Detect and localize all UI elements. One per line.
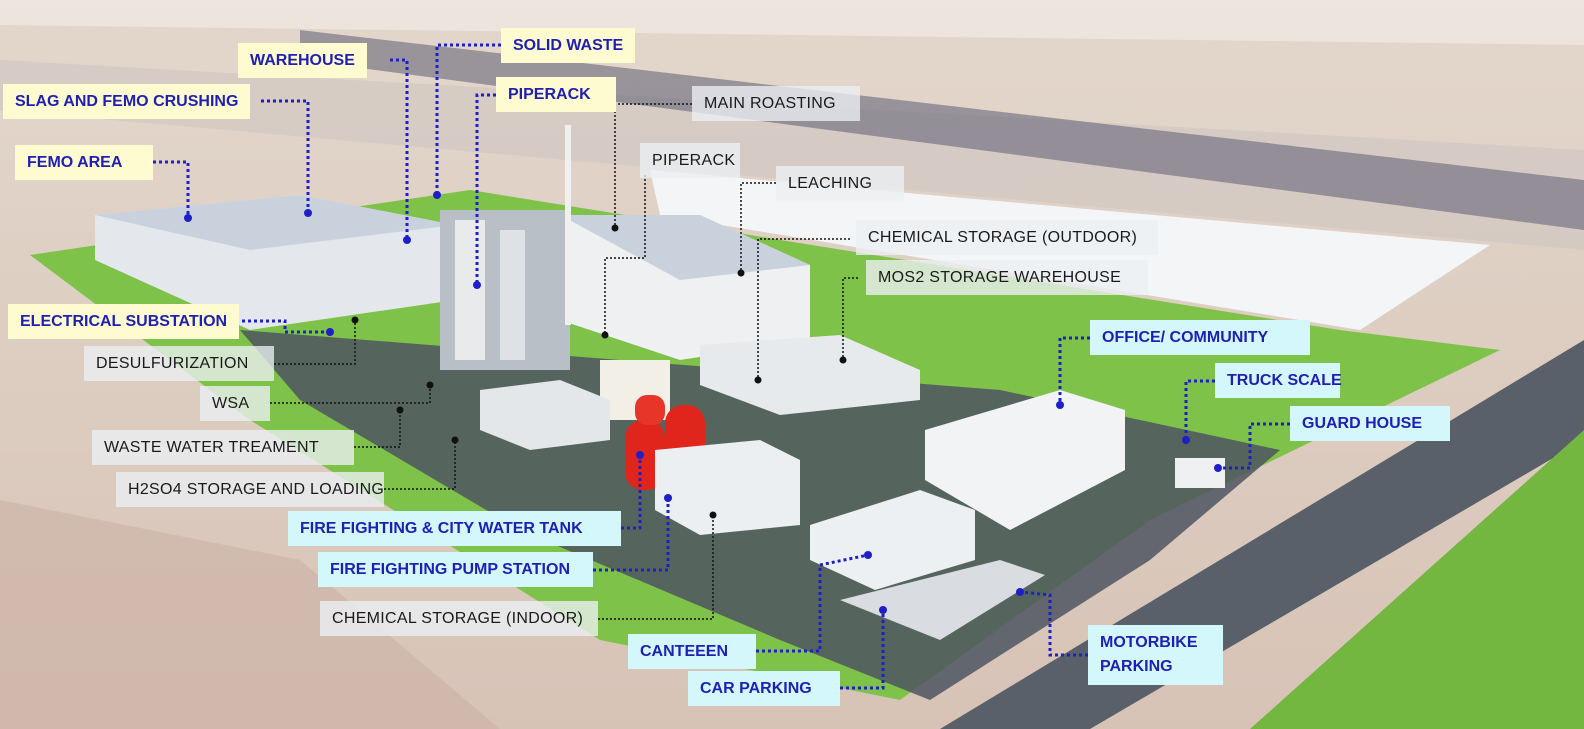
label-femo-area: FEMO AREA (15, 145, 153, 180)
runway (300, 30, 1584, 230)
process-structures (440, 125, 571, 370)
parking-shelter (840, 560, 1045, 640)
label-leaching: LEACHING (776, 166, 904, 201)
label-truck-scale: TRUCK SCALE (1215, 363, 1342, 398)
label-wsa: WSA (200, 386, 270, 421)
label-motorbike-parking-line2: PARKING (1100, 658, 1173, 675)
canteen-building (810, 490, 975, 590)
label-guard-house: GUARD HOUSE (1290, 406, 1450, 441)
label-mos2-storage-warehouse: MOS2 STORAGE WAREHOUSE (866, 260, 1148, 295)
label-piperack-secondary: PIPERACK (640, 143, 740, 178)
black-leader-lines (270, 103, 858, 620)
office-building (925, 390, 1125, 530)
label-chemical-storage-indoor: CHEMICAL STORAGE (INDOOR) (320, 601, 598, 636)
warehouse-building (95, 195, 455, 330)
label-fire-fighting-pump-station: FIRE FIGHTING PUMP STATION (318, 552, 593, 587)
label-desulfurization: DESULFURIZATION (84, 346, 274, 381)
blue-leader-lines (153, 43, 1290, 690)
label-piperack-primary: PIPERACK (496, 77, 616, 112)
label-h2so4-storage-loading: H2SO4 STORAGE AND LOADING (116, 472, 384, 507)
guard-house-building (1175, 458, 1225, 488)
mos2-warehouse (700, 335, 920, 415)
stack (565, 125, 571, 325)
label-motorbike-parking: MOTORBIKE PARKING (1088, 625, 1223, 685)
chemical-storage-indoor-building (655, 440, 800, 535)
label-main-roasting: MAIN ROASTING (692, 86, 860, 121)
main-roasting-building (560, 215, 810, 360)
wastewater-building (480, 380, 610, 450)
label-canteen: CANTEEEN (628, 634, 756, 669)
label-solid-waste: SOLID WASTE (501, 28, 636, 63)
label-motorbike-parking-line1: MOTORBIKE (1100, 634, 1198, 651)
label-fire-fighting-water-tank: FIRE FIGHTING & CITY WATER TANK (288, 511, 621, 546)
label-waste-water-treatment: WASTE WATER TREAMENT (92, 430, 354, 465)
label-chemical-storage-outdoor: CHEMICAL STORAGE (OUTDOOR) (856, 220, 1158, 255)
label-car-parking: CAR PARKING (688, 671, 840, 706)
label-slag-femo-crushing: SLAG AND FEMO CRUSHING (3, 84, 251, 119)
label-office-community: OFFICE/ COMMUNITY (1090, 320, 1310, 355)
label-electrical-substation: ELECTRICAL SUBSTATION (8, 304, 240, 339)
label-warehouse: WAREHOUSE (238, 43, 367, 78)
